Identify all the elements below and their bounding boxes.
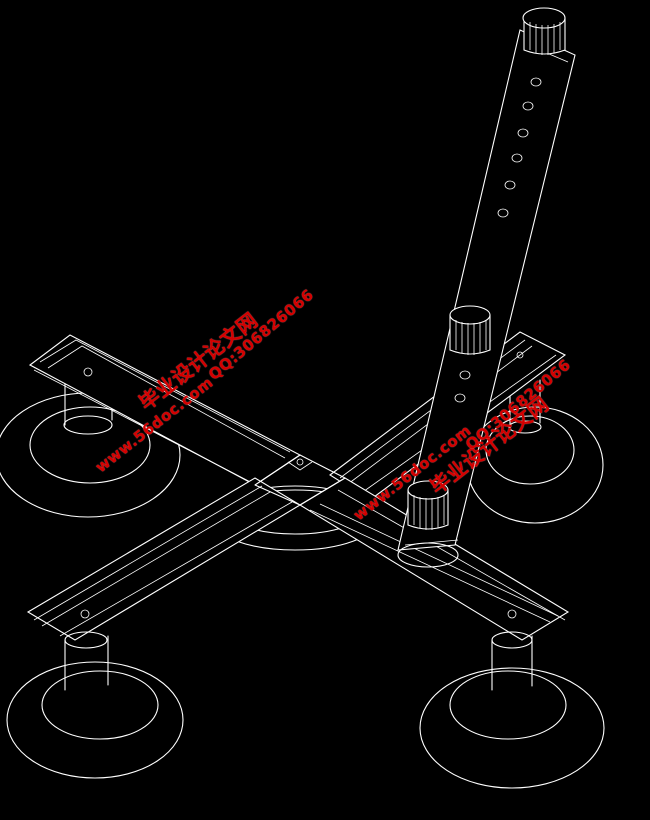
rail-arm-front-right	[298, 477, 570, 641]
suction-cup-front-left	[6, 631, 184, 779]
knob-top	[522, 7, 566, 55]
suction-cup-front-right	[419, 631, 605, 789]
adjustment-holes	[454, 77, 542, 403]
knob-bottom	[407, 480, 449, 530]
rail-center-joint	[254, 454, 346, 506]
rail-arm-back-left	[28, 334, 302, 489]
knob-middle	[449, 305, 491, 355]
rail-arm-front-left	[26, 477, 302, 641]
